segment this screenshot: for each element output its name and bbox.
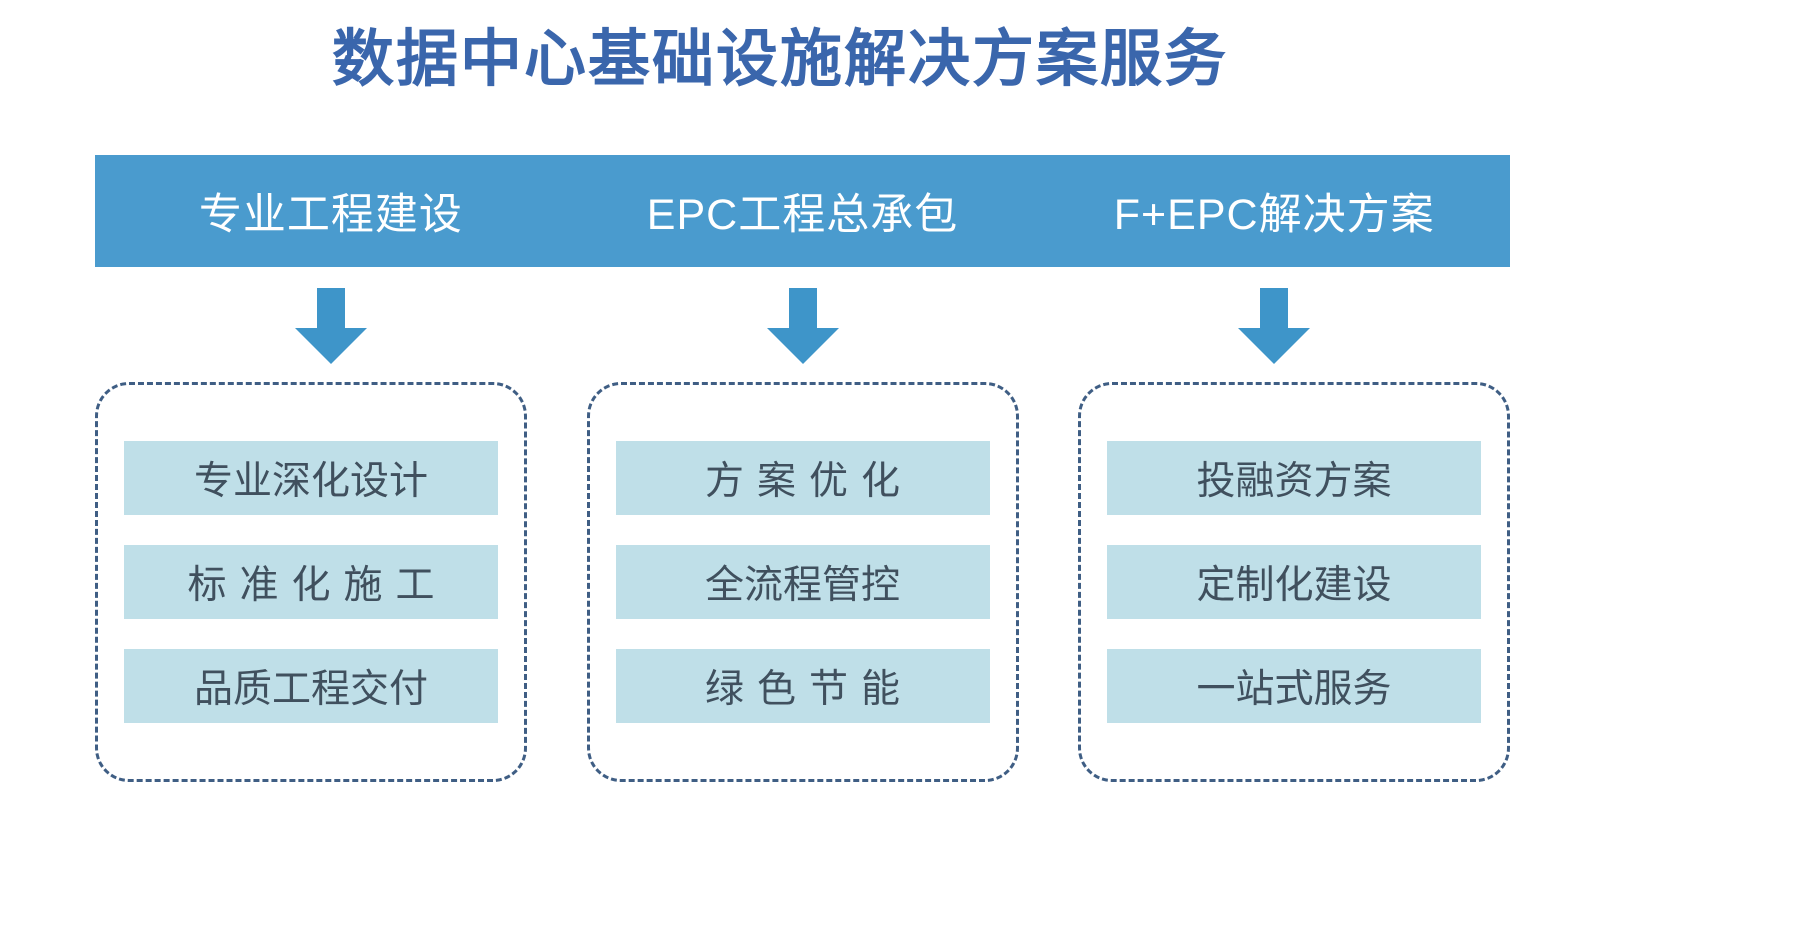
header-bar: 专业工程建设 EPC工程总承包 F+EPC解决方案 — [95, 155, 1510, 267]
arrow-down-icon — [766, 288, 839, 364]
arrow-down-icon — [1238, 288, 1311, 364]
item-box: 标准化施工 — [124, 545, 498, 619]
column-header-2: EPC工程总承包 — [646, 191, 959, 239]
column-group-1: 专业深化设计 标准化施工 品质工程交付 — [95, 382, 527, 782]
item-box: 绿色节能 — [615, 649, 990, 723]
column-header-1: 专业工程建设 — [198, 191, 463, 239]
item-box: 专业深化设计 — [124, 441, 498, 515]
arrow-row — [95, 288, 1510, 370]
arrow-down-icon — [294, 288, 367, 364]
item-box: 一站式服务 — [1107, 649, 1481, 723]
item-box: 定制化建设 — [1107, 545, 1481, 619]
item-box: 品质工程交付 — [124, 649, 498, 723]
page-title: 数据中心基础设施解决方案服务 — [331, 25, 1228, 94]
item-box: 投融资方案 — [1107, 441, 1481, 515]
column-header-3: F+EPC解决方案 — [1113, 191, 1435, 239]
arrow-cell-3 — [1038, 288, 1510, 370]
item-box: 方案优化 — [615, 441, 990, 515]
item-box: 全流程管控 — [615, 545, 990, 619]
columns-container: 专业深化设计 标准化施工 品质工程交付 方案优化 全流程管控 绿色节能 投融资方… — [95, 382, 1510, 782]
arrow-cell-2 — [567, 288, 1039, 370]
arrow-cell-1 — [95, 288, 567, 370]
column-group-3: 投融资方案 定制化建设 一站式服务 — [1078, 382, 1510, 782]
column-group-2: 方案优化 全流程管控 绿色节能 — [586, 382, 1019, 782]
